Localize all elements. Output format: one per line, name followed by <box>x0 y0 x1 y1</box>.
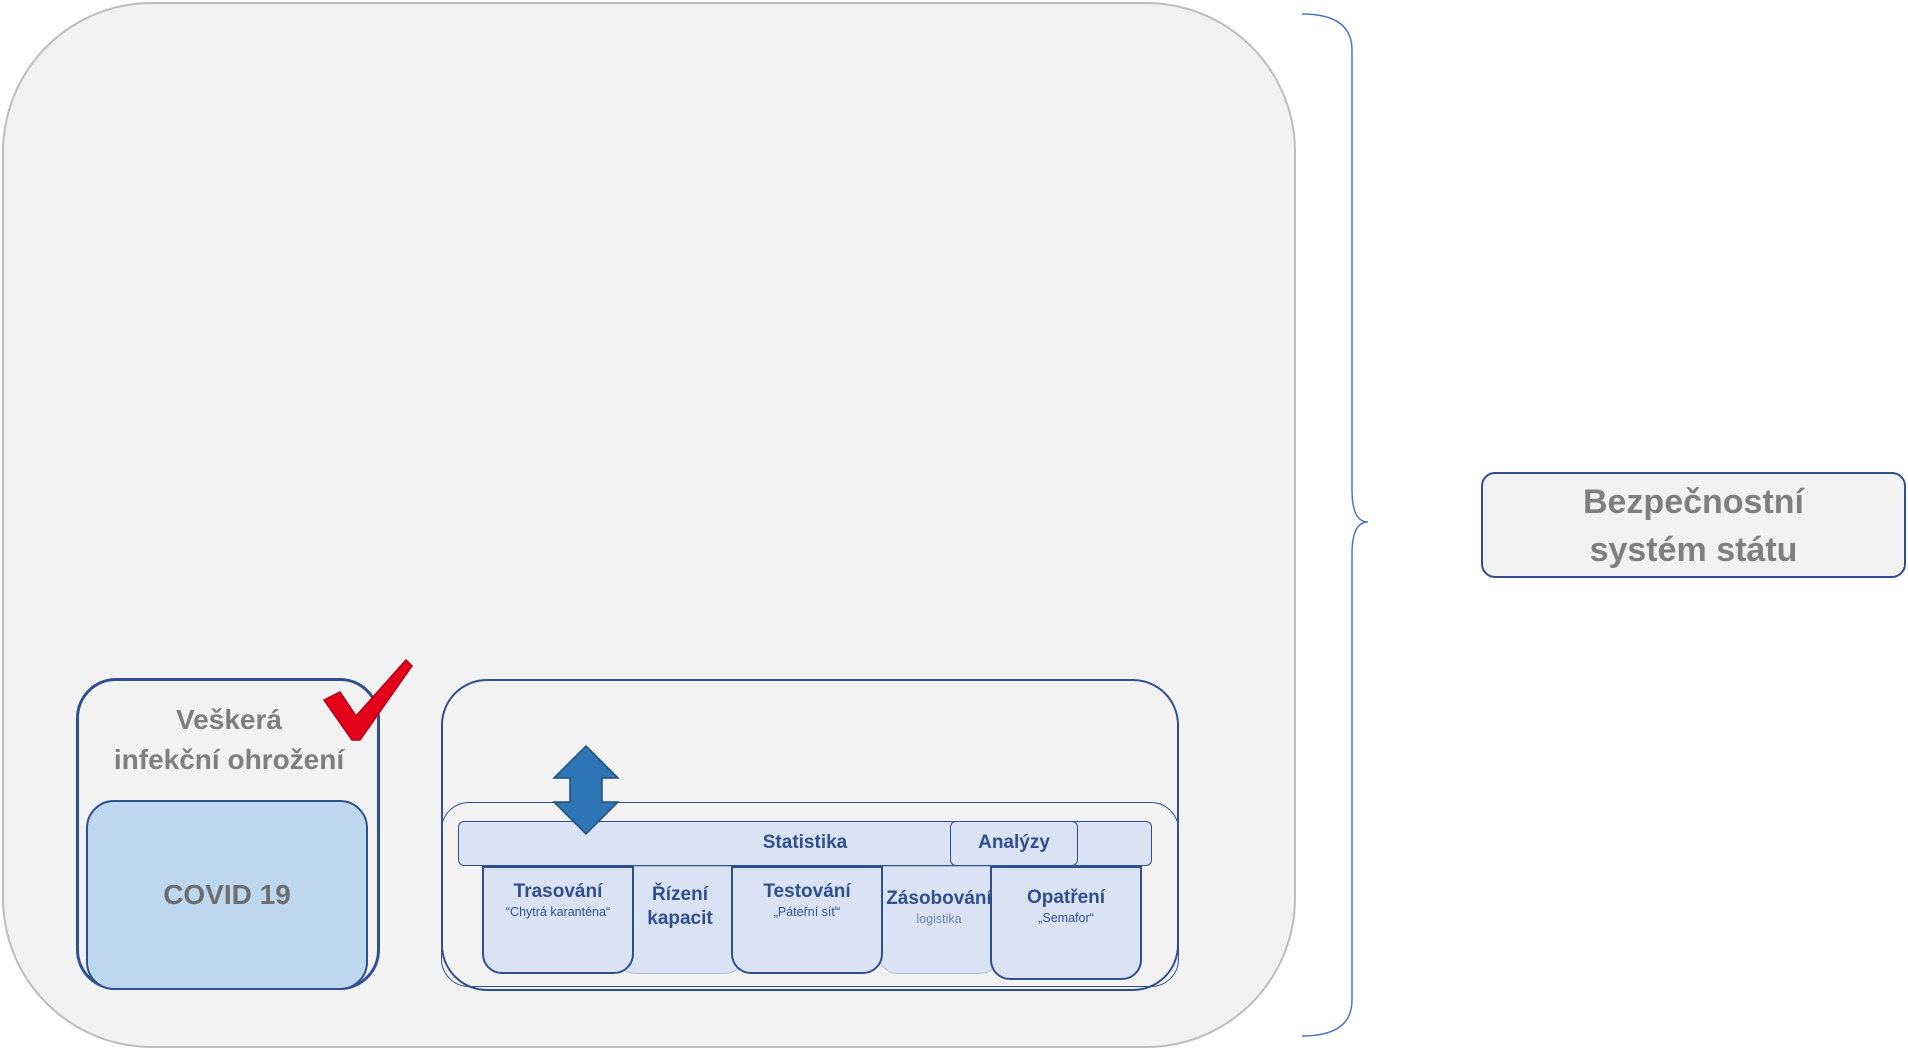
column-trasovani-name: Trasování <box>513 881 603 902</box>
state-label-line1: Bezpečnostní <box>1582 483 1805 521</box>
column-trasovani: Trasování “Chytrá karanténa“ <box>482 866 634 974</box>
column-rizeni-line1: Řízení <box>652 884 708 905</box>
column-zasobovani: Zásobování logistika <box>878 866 1000 974</box>
column-zasobovani-sub: logistika <box>916 912 962 926</box>
state-security-system-box: Bezpečnostní systém státu <box>1481 472 1906 578</box>
infection-threats-title: Veškerá infekční ohrožení <box>90 700 368 780</box>
column-testovani-sub: „Páteřní síť“ <box>773 905 841 919</box>
column-testovani: Testování „Páteřní síť“ <box>731 866 883 974</box>
analyzy-label: Analýzy <box>978 832 1050 853</box>
column-opatreni-name: Opatření <box>1026 887 1106 908</box>
column-trasovani-sub: “Chytrá karanténa“ <box>505 905 611 919</box>
checkmark-icon <box>322 658 413 741</box>
covid-box: COVID 19 <box>86 800 368 990</box>
column-rizeni-line2: kapacit <box>647 908 713 929</box>
double-arrow-icon <box>552 744 620 836</box>
analyzy-box: Analýzy <box>950 821 1078 866</box>
column-testovani-name: Testování <box>763 881 851 902</box>
measures-inner-box <box>441 802 1179 987</box>
column-opatreni: Opatření „Semafor“ <box>990 866 1142 980</box>
title-line1: Veškerá <box>176 704 282 735</box>
column-opatreni-sub: „Semafor“ <box>1038 911 1094 925</box>
title-line2: infekční ohrožení <box>113 744 345 775</box>
column-rizeni-kapacit: Řízení kapacit <box>615 866 745 974</box>
curly-brace-icon <box>1301 13 1369 1037</box>
statistika-label: Statistika <box>762 832 848 853</box>
state-label-line2: systém státu <box>1589 531 1798 569</box>
column-zasobovani-name: Zásobování <box>886 888 992 909</box>
covid-label: COVID 19 <box>163 879 291 910</box>
